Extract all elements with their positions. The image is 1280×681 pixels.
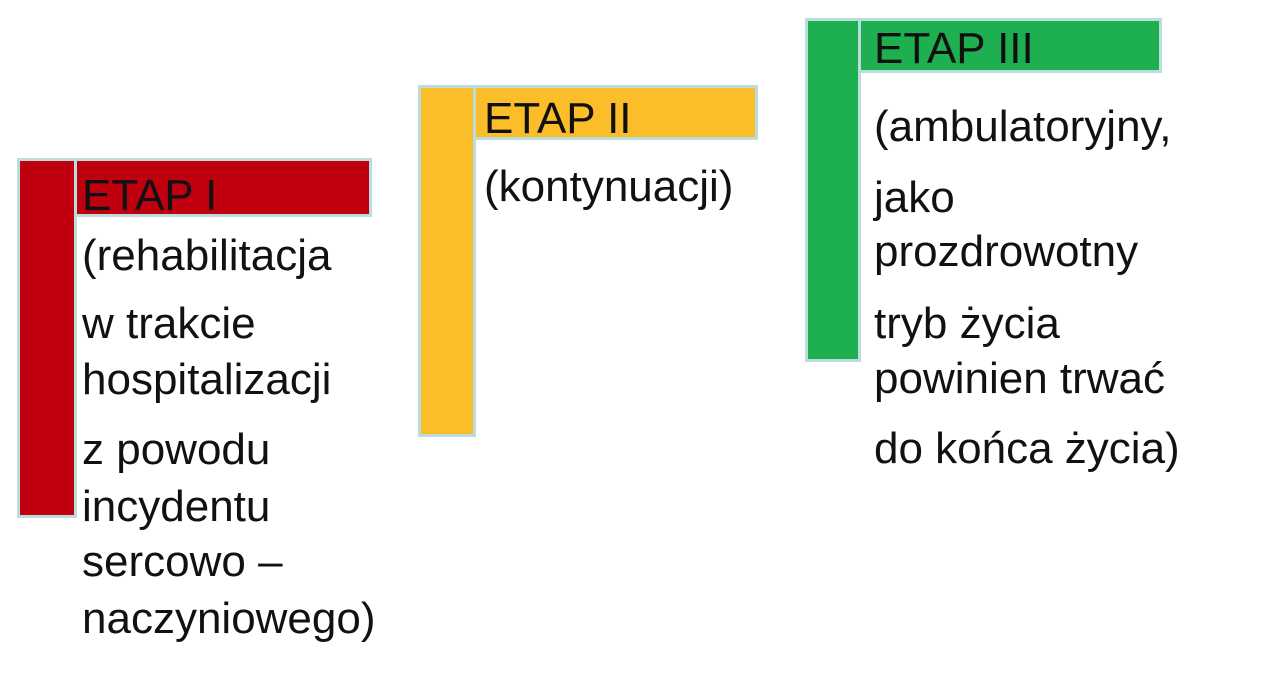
stage-3-line: do końca życia): [874, 424, 1180, 473]
stage-1-line: z powodu: [82, 425, 271, 474]
stage-3-line: (ambulatoryjny,: [874, 102, 1172, 151]
stage-2-line: (kontynuacji): [484, 162, 734, 211]
stage-1-line: incydentu: [82, 482, 271, 531]
stage-1-bar-vertical: [17, 158, 77, 518]
stage-1-line: sercowo –: [82, 537, 283, 586]
stage-3-line: tryb życia: [874, 299, 1060, 348]
stage-2-bar-vertical: [418, 85, 476, 437]
stage-3-line: prozdrowotny: [874, 227, 1139, 276]
stage-1-line: w trakcie: [82, 299, 256, 348]
stage-3-bar-vertical: [805, 18, 861, 362]
stage-3-bar-horizontal: [805, 18, 1162, 73]
stage-3-line: powinien trwać: [874, 354, 1166, 403]
stage-1-line: naczyniowego): [82, 594, 376, 643]
stage-3-line: jako: [874, 173, 955, 222]
stage-1-title: ETAP I: [82, 171, 218, 220]
stage-1-line: hospitalizacji: [82, 355, 332, 404]
stage-2-title: ETAP II: [484, 94, 632, 143]
stage-1-line: (rehabilitacja: [82, 231, 332, 280]
stage-3-title: ETAP III: [874, 24, 1034, 73]
